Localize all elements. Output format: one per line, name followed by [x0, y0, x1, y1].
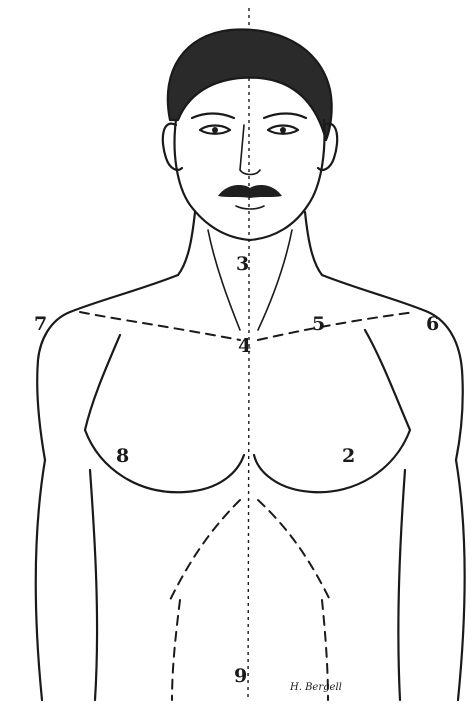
artist-signature: H. Bergell — [289, 682, 342, 693]
left-costal-margin — [170, 500, 240, 600]
right-arm-outer — [456, 460, 465, 700]
label-6: 6 — [426, 313, 439, 335]
label-8: 8 — [116, 445, 129, 467]
left-pupil — [212, 127, 218, 133]
right-costal-margin — [258, 500, 330, 600]
head-outline — [175, 120, 325, 240]
label-3: 3 — [236, 253, 249, 275]
neck-muscle-left — [208, 230, 240, 330]
left-arm-inner — [90, 470, 97, 700]
label-5: 5 — [312, 313, 325, 335]
left-arm-outer — [36, 460, 45, 700]
left-abdomen-line — [172, 600, 180, 700]
label-4: 4 — [238, 335, 251, 357]
left-clavicle — [80, 312, 240, 340]
neck-muscle-right — [258, 230, 292, 330]
left-pectoral — [85, 335, 244, 492]
label-9: 9 — [234, 665, 247, 687]
right-arm-inner — [398, 470, 405, 700]
right-pupil — [280, 127, 286, 133]
left-eyebrow — [192, 114, 234, 119]
left-shoulder — [37, 275, 178, 460]
right-clavicle — [258, 312, 415, 340]
right-shoulder — [322, 275, 463, 460]
nose — [240, 125, 260, 175]
hair — [168, 29, 332, 140]
right-eyebrow — [264, 114, 306, 119]
right-pectoral — [254, 330, 410, 492]
neck-left — [178, 212, 195, 275]
label-2: 2 — [342, 445, 355, 467]
mouth — [236, 206, 264, 209]
left-ear — [163, 124, 182, 170]
moustache — [218, 185, 282, 198]
neck-right — [305, 212, 322, 275]
label-7: 7 — [34, 313, 47, 335]
